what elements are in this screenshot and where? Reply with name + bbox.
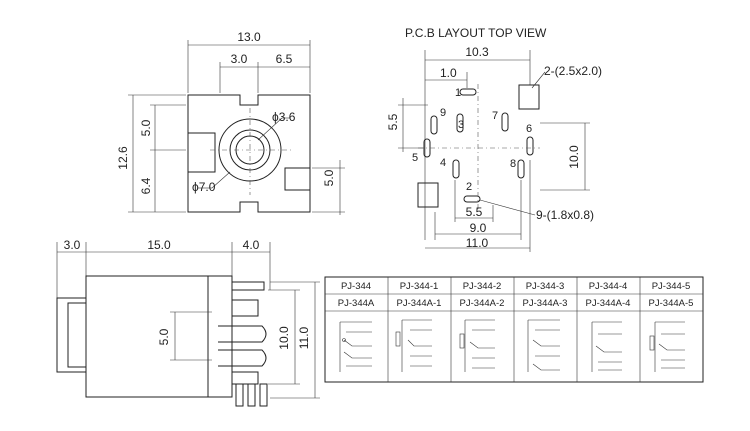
dim-pitch-1: 1.0	[440, 66, 457, 80]
side-leg-3	[259, 383, 268, 407]
pcb-title: P.C.B LAYOUT TOP VIEW	[405, 26, 547, 40]
table-cell-r2-c6: PJ-344A-5	[649, 298, 694, 309]
pin-label-7: 7	[492, 110, 498, 122]
schematic-pj-344-3	[527, 319, 560, 372]
rear-terminal-b	[218, 325, 267, 343]
pcb-layout: P.C.B LAYOUT TOP VIEW 10.3 1.0 2-(2.5x2.…	[386, 26, 602, 252]
square-pad-top	[518, 84, 540, 110]
schematic-pj-344-1	[395, 319, 432, 372]
dim-right-height: 5.0	[322, 169, 336, 186]
table-cell-r2-c3: PJ-344A-2	[460, 298, 505, 309]
dim-side-h-c: 11.0	[297, 326, 311, 349]
pin-label-6: 6	[526, 123, 532, 135]
dim-len-c: 4.0	[243, 238, 260, 252]
table-cell-r1-c3: PJ-344-2	[463, 281, 502, 292]
schematic-pj-344-2	[459, 319, 495, 372]
side-leg-1	[235, 383, 244, 407]
slot-hole-8	[517, 159, 525, 179]
dim-len-b: 15.0	[147, 238, 171, 252]
table-cell-r1-c6: PJ-344-5	[652, 281, 691, 292]
square-pad-bottom	[417, 182, 439, 208]
slot-hole-9	[430, 115, 438, 135]
dim-offset-a: 3.0	[231, 52, 248, 66]
pin-label-2: 2	[466, 181, 472, 193]
slot-hole-3	[456, 113, 464, 133]
dim-width: 13.0	[237, 30, 261, 44]
hole-note: 9-(1.8x0.8)	[536, 208, 594, 222]
dim-width-9: 9.0	[470, 221, 487, 235]
pin-label-1: 1	[455, 87, 461, 99]
side-leg-2	[247, 383, 256, 407]
front-left-shoulder	[188, 132, 216, 173]
dim-side-h-a: 5.0	[157, 328, 171, 345]
side-view: 3.0 15.0 4.0 5.0 10.0 11.0	[56, 238, 320, 407]
pin-label-5: 5	[412, 152, 418, 164]
schematic-pj-344-5	[649, 321, 685, 372]
dim-len-a: 3.0	[64, 238, 81, 252]
model-table: PJ-344 PJ-344-1 PJ-344-2 PJ-344-3 PJ-344…	[324, 276, 704, 383]
slot-hole-1	[459, 88, 477, 96]
dim-height-right: 10.0	[567, 145, 581, 169]
side-front-tube-inner	[67, 302, 86, 368]
dim-pitch-2: 5.5	[466, 205, 483, 219]
dim-side-h-b: 10.0	[277, 326, 291, 350]
front-body-outline	[187, 94, 311, 213]
slot-hole-2	[463, 195, 481, 203]
pin-label-3: 3	[458, 119, 464, 131]
table-cell-r2-c2: PJ-344A-1	[397, 298, 442, 309]
table-cell-r1-c4: PJ-344-3	[526, 281, 565, 292]
table-cell-r2-c4: PJ-344A-3	[523, 298, 568, 309]
dim-height-lower: 6.4	[139, 177, 153, 194]
dim-offset-b: 6.5	[276, 52, 293, 66]
side-front-tube	[56, 297, 86, 373]
dim-width-top: 10.3	[465, 45, 489, 59]
pin-label-9: 9	[440, 107, 446, 119]
table-cell-r1-c2: PJ-344-1	[400, 281, 439, 292]
rear-terminal-d	[232, 371, 259, 385]
dim-outer-diameter: ϕ7.0	[192, 180, 216, 194]
front-right-shoulder	[284, 167, 310, 191]
schematic-pj-344-4	[591, 321, 622, 372]
dim-inner-diameter: ϕ3.6	[272, 110, 296, 124]
rear-terminal-c	[218, 349, 267, 367]
pad-note: 2-(2.5x2.0)	[544, 64, 602, 78]
table-cell-r1-c5: PJ-344-4	[589, 281, 628, 292]
dim-height-upper: 5.0	[139, 119, 153, 136]
side-main-body	[85, 275, 233, 398]
front-view: 13.0 3.0 6.5 12.6 5.0 6.4 5.0 ϕ3.6 ϕ7.0	[116, 30, 345, 215]
pin-label-8: 8	[510, 158, 516, 170]
slot-hole-6	[526, 136, 534, 156]
dim-height-left: 5.5	[386, 113, 400, 130]
pin-label-4: 4	[440, 157, 446, 169]
table-cell-r2-c1: PJ-344A	[338, 298, 375, 309]
slot-hole-7	[501, 112, 509, 132]
table-cell-r2-c5: PJ-344A-4	[586, 298, 631, 309]
slot-hole-4	[452, 159, 460, 179]
schematic-pj-344	[339, 321, 372, 372]
dim-height-total: 12.6	[116, 146, 130, 170]
rear-terminal-top	[232, 281, 265, 291]
dim-width-11: 11.0	[466, 236, 489, 250]
table-cell-r1-c1: PJ-344	[341, 281, 371, 292]
rear-terminal-a	[232, 299, 259, 317]
